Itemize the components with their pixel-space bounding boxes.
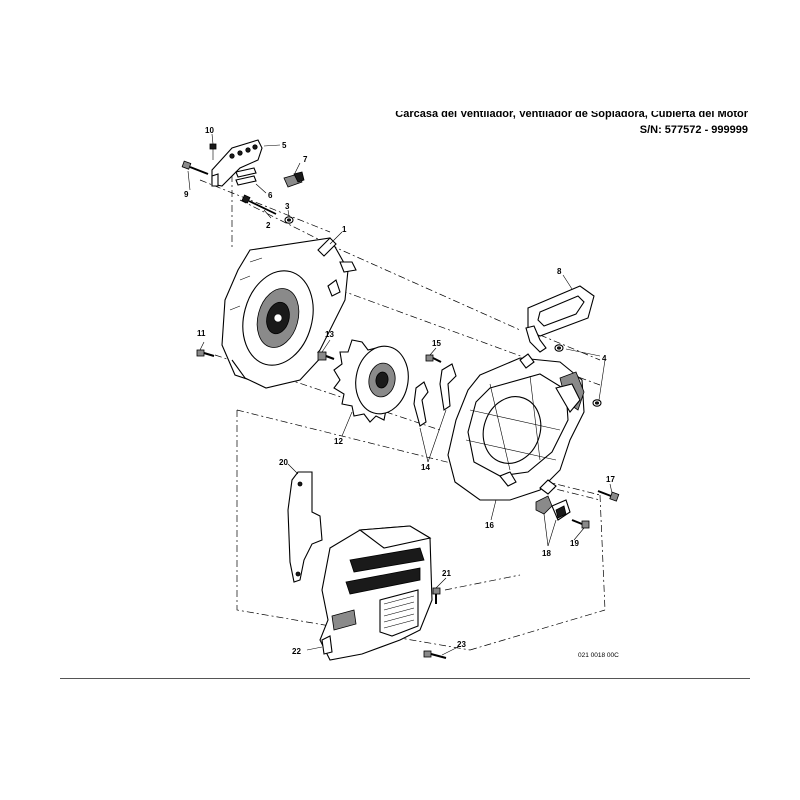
callout-14: 14 xyxy=(421,463,430,472)
drawing-code: 021 0018 00C xyxy=(578,652,619,659)
callout-7: 7 xyxy=(303,155,308,164)
part-22-engine-cover xyxy=(319,525,433,661)
callout-5: 5 xyxy=(282,141,287,150)
part-21-screw xyxy=(432,587,441,604)
serial-number-range: S/N: 577572 - 999999 xyxy=(639,124,748,136)
part-4-washers xyxy=(554,344,602,407)
diagram-title: Carcasa del Ventilador, Ventilador de So… xyxy=(395,111,748,122)
part-5-mounting-bracket xyxy=(211,139,263,187)
callout-numbers: 10 5 7 6 9 2 3 1 8 4 11 13 15 12 14 16 1… xyxy=(184,126,615,656)
callout-17: 17 xyxy=(606,475,615,484)
part-6-plates xyxy=(235,167,257,186)
callout-13: 13 xyxy=(325,330,334,339)
bottom-rule xyxy=(60,678,750,679)
part-7-connector xyxy=(283,171,305,188)
callout-1: 1 xyxy=(342,225,347,234)
callout-15: 15 xyxy=(432,339,441,348)
part-17-screw xyxy=(597,490,620,502)
part-2-long-screw xyxy=(241,194,277,215)
callout-16: 16 xyxy=(485,521,494,530)
callout-6: 6 xyxy=(268,191,273,200)
part-9-screw xyxy=(181,160,209,175)
callout-18: 18 xyxy=(542,549,551,558)
part-13-screw xyxy=(317,351,335,361)
part-8-handle xyxy=(525,285,595,353)
part-20-side-bracket xyxy=(287,471,323,583)
part-15-screw xyxy=(425,354,442,363)
part-1-fan-housing xyxy=(221,237,357,389)
callout-9: 9 xyxy=(184,190,189,199)
part-19-screw xyxy=(571,519,590,529)
callout-21: 21 xyxy=(442,569,451,578)
callout-4: 4 xyxy=(602,354,607,363)
callout-3: 3 xyxy=(285,202,290,211)
part-18-bracket xyxy=(535,495,571,521)
callout-12: 12 xyxy=(334,437,343,446)
part-10-screw xyxy=(209,143,217,160)
callout-leaders xyxy=(187,133,613,656)
part-12-fan-impeller xyxy=(333,339,409,423)
part-23-screw xyxy=(423,650,447,659)
callout-8: 8 xyxy=(557,267,562,276)
callout-19: 19 xyxy=(570,539,579,548)
callout-10: 10 xyxy=(205,126,214,135)
part-14-clips xyxy=(413,363,457,427)
part-11-screw xyxy=(196,349,215,357)
callout-22: 22 xyxy=(292,647,301,656)
part-16-front-housing xyxy=(447,353,585,501)
diagram-title-text: Carcasa del Ventilador, Ventilador de So… xyxy=(395,111,748,120)
part-3-washer xyxy=(284,216,294,224)
callout-20: 20 xyxy=(279,458,288,467)
callout-2: 2 xyxy=(266,221,271,230)
callout-23: 23 xyxy=(457,640,466,649)
callout-11: 11 xyxy=(197,329,206,338)
